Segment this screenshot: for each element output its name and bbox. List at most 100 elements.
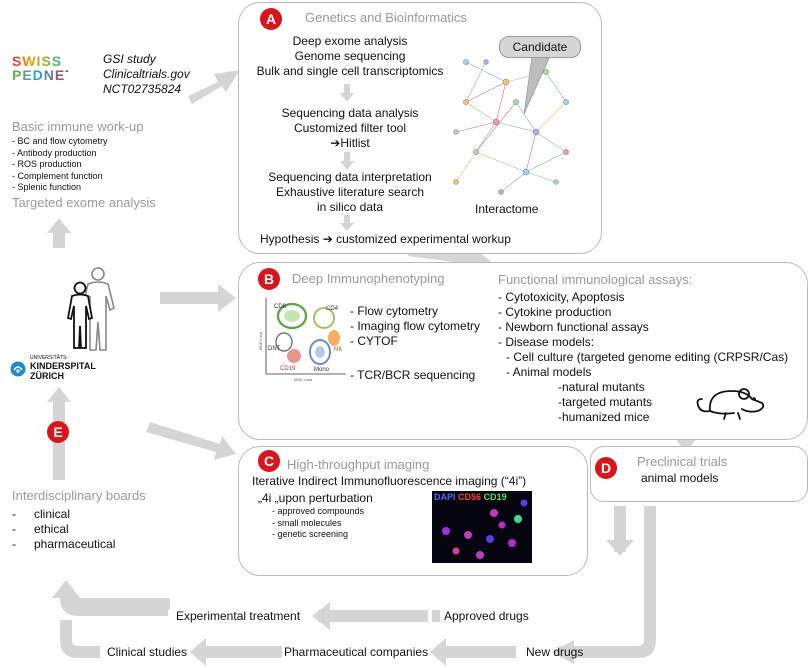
genetics-line: Sequencing data analysis (281, 106, 419, 120)
functional-item: - Newborn functional assays (498, 320, 649, 334)
hospital-logo: UNIVERSITÄTS- KINDERSPITAL ZÜRICH (10, 355, 100, 381)
candidate-pointer (523, 55, 551, 115)
badge-b: B (258, 268, 280, 290)
badge-d: D (595, 457, 617, 479)
arrow-to-phenotyping (160, 284, 236, 312)
preclinical-subtitle: animal models (641, 471, 719, 485)
phenotyping-title: Deep Immunophenotyping (292, 271, 445, 286)
hospital-line2: KINDERSPITAL (30, 361, 96, 371)
imaging-line2: „4i „upon perturbation (258, 491, 373, 505)
imaging-item: - approved compounds (272, 506, 365, 516)
flow-clinical-studies: Clinical studies (107, 645, 188, 659)
interactome-label: Interactome (475, 202, 539, 216)
functional-subsubitem: -targeted mutants (558, 395, 653, 409)
boards-bullet: - (12, 522, 16, 536)
candidate-callout: Candidate (499, 36, 581, 58)
study-line: NCT02735824 (103, 82, 182, 96)
interactome-network (453, 55, 569, 195)
arrow-to-genetics (188, 70, 240, 104)
badge-e: E (47, 421, 69, 443)
boards-item-label: ethical (34, 522, 69, 536)
hospital-line3: ZÜRICH (30, 371, 64, 381)
workup-item: - Antibody production (12, 147, 97, 158)
genetics-block1: Deep exome analysis Genome sequencing Bu… (244, 34, 456, 79)
tsne-plot: CD8 CD4 NK DNT CD19 Mono tSNE 2 axis tSN… (259, 298, 346, 382)
plot-axis-label: tSNE 1 axis (294, 378, 313, 382)
genetics-line: Bulk and single cell transcriptomics (256, 64, 444, 78)
genetics-hypothesis: Hypothesis ➔ customized experimental wor… (260, 232, 511, 247)
genetics-hitlist: ➔Hitlist (244, 136, 456, 151)
plot-label: CD8 (274, 304, 287, 310)
arrow-right-icon: ➔ (330, 136, 341, 150)
plot-label: CD19 (280, 366, 296, 372)
phenotyping-item: - CYTOF (350, 334, 398, 348)
plot-label: NK (334, 347, 342, 353)
swisspednet-line2: PEDNET (12, 67, 75, 83)
fluor-label-cd56: CD56 (458, 492, 482, 502)
boards-item-label: clinical (34, 507, 71, 521)
fluor-label-cd19: CD19 (483, 492, 507, 502)
functional-item: - Cytokine production (498, 305, 612, 319)
genetics-title: Genetics and Bioinformatics (305, 10, 467, 25)
flow-approved-drugs: Approved drugs (444, 609, 529, 623)
functional-subitem: - Animal models (506, 365, 592, 379)
genetics-block2: Sequencing data analysis Customized filt… (244, 106, 456, 151)
fluor-label-dapi: DAPI (434, 492, 456, 502)
cells-graphic (442, 499, 528, 559)
workup-item: - ROS production (12, 159, 82, 169)
boards-title: Interdisciplinary boards (12, 488, 146, 503)
genetics-line: Deep exome analysis (292, 34, 408, 48)
imaging-item: - small molecules (272, 517, 342, 528)
genetics-block3: Sequencing data interpretation Exhaustiv… (244, 170, 456, 215)
genetics-line: Customized filter tool (293, 121, 407, 135)
study-line: Clinicaltrials.gov (103, 67, 190, 81)
hypothesis-workup: customized experimental workup (336, 232, 511, 246)
flow-pharma: Pharmaceutical companies (284, 645, 429, 659)
boards-item-label: pharmaceutical (34, 537, 116, 551)
swisspednet-line1: SWISS (12, 54, 68, 68)
genetics-line: Genome sequencing (294, 49, 406, 63)
functional-subsubitem: -natural mutants (558, 380, 645, 394)
down-arrow-icon (340, 215, 354, 231)
functional-item: - Cytotoxicity, Apoptosis (498, 290, 625, 304)
down-arrow-icon (340, 152, 354, 170)
phenotyping-methods: - Flow cytometry - Imaging flow cytometr… (350, 304, 480, 349)
badge-a: A (260, 8, 282, 30)
flow-new-drugs: New drugs (526, 645, 584, 659)
arrow-to-imaging (146, 422, 236, 460)
arrow-right-icon: ➔ (322, 232, 333, 246)
plot-label: CD4 (326, 306, 339, 312)
boards-bullet: - (12, 537, 16, 551)
boards-item: - clinical (12, 507, 232, 522)
basic-workup: Basic immune work-up - BC and flow cytom… (12, 119, 232, 211)
arrow-up-workup (47, 218, 71, 248)
genetics-line: Sequencing data interpretation (268, 170, 432, 184)
workup-item: - Complement function (12, 170, 103, 181)
boards-bullet: - (12, 507, 16, 521)
functional-subitem: - Cell culture (targeted genome editing … (506, 350, 789, 364)
study-info: GSI study Clinicaltrials.gov NCT02735824 (103, 52, 190, 97)
hospital-emblem-icon (10, 361, 26, 377)
functional-title: Functional immunological assays: (498, 272, 693, 287)
genetics-line: Exhaustive literature search (275, 185, 425, 199)
fluorescence-image: DAPI CD56 CD19 (432, 491, 532, 563)
imaging-line1: Iterative Indirect Immunofluorescence im… (252, 474, 527, 488)
functional-item: - Disease models: (498, 335, 595, 349)
boards-item: - ethical (12, 522, 232, 537)
preclinical-title: Preclinical trials (637, 454, 728, 469)
imaging-item: - genetic screening (272, 529, 349, 539)
imaging-title: High-throughput imaging (287, 457, 430, 472)
boards-item: - pharmaceutical (12, 537, 232, 552)
workup-item: - Splenic function (12, 182, 82, 192)
plot-axis-label: tSNE 2 axis (259, 331, 263, 350)
hypothesis-label: Hypothesis (260, 232, 320, 246)
interdisciplinary-boards: Interdisciplinary boards - clinical - ethi… (12, 488, 232, 552)
mouse-icon (696, 388, 765, 420)
down-arrow-icon (340, 84, 354, 102)
genetics-line: in silico data (316, 200, 384, 214)
workup-footer: Targeted exome analysis (12, 194, 156, 210)
phenotyping-sequencing: - TCR/BCR sequencing (350, 368, 476, 382)
phenotyping-item: - Imaging flow cytometry (350, 319, 481, 333)
phenotyping-item: - Flow cytometry (350, 304, 439, 318)
family-icon (66, 267, 115, 351)
